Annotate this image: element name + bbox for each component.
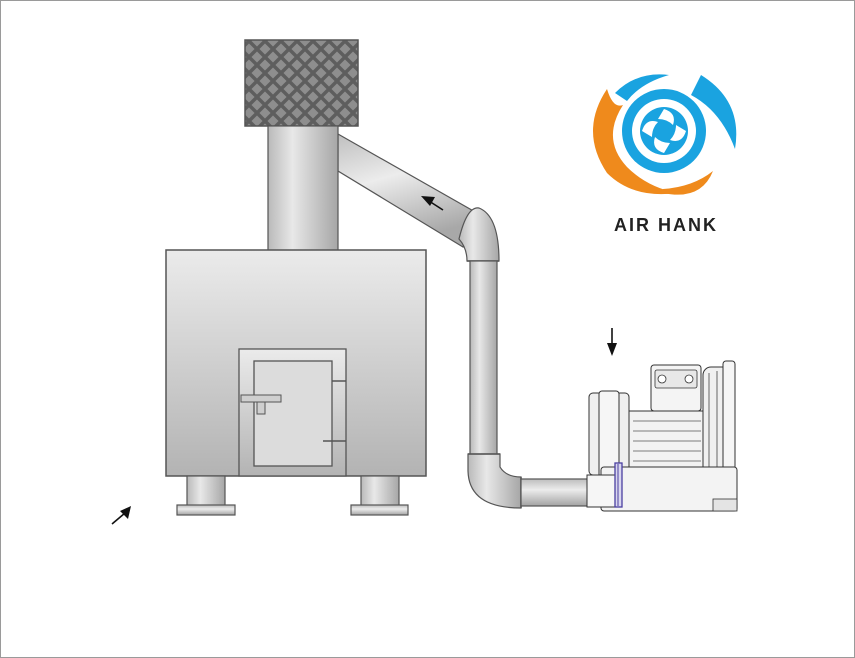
furnace-leg-right bbox=[350, 475, 409, 516]
vertical-duct bbox=[469, 260, 498, 457]
brand-name: AIR HANK bbox=[614, 215, 718, 235]
furnace-pointer-arrow bbox=[111, 506, 131, 525]
filter-box bbox=[244, 39, 359, 127]
duct-elbow-bottom bbox=[467, 453, 522, 509]
furnace-door bbox=[238, 348, 347, 477]
air-hank-logo-icon bbox=[593, 74, 737, 195]
horizontal-duct bbox=[520, 478, 590, 507]
air-flow-arrow-duct bbox=[421, 196, 444, 211]
diagonal-duct bbox=[337, 132, 478, 248]
furnace-leg-left bbox=[176, 475, 236, 516]
blower bbox=[586, 360, 738, 512]
chimney bbox=[267, 125, 339, 252]
blower-inlet-arrow bbox=[607, 328, 617, 356]
